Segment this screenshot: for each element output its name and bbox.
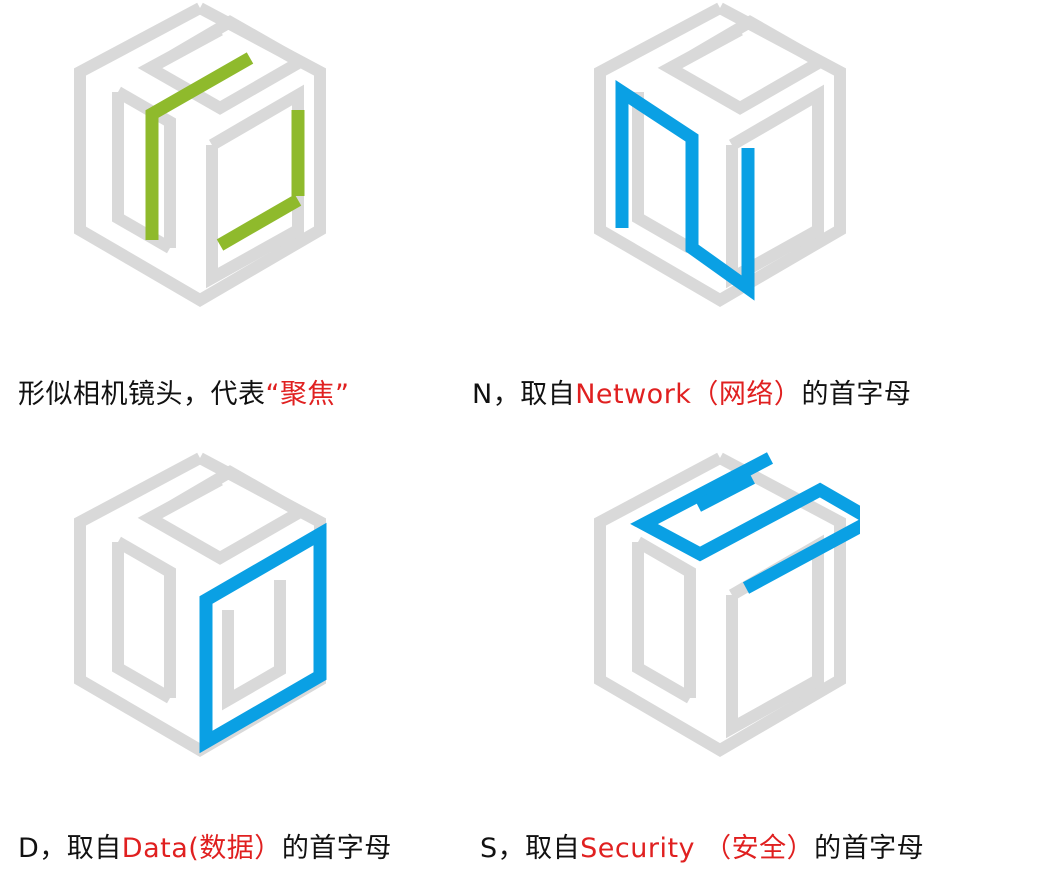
caption-text: 形似相机镜头，代表 — [18, 379, 266, 410]
cube-logo-s — [594, 452, 860, 757]
caption-suffix: 的首字母 — [281, 833, 392, 864]
caption-accent: Security （安全） — [580, 833, 815, 864]
caption-text: S，取自 — [480, 833, 581, 864]
caption-accent: Network（网络） — [575, 379, 802, 410]
caption-text: N，取自 — [472, 379, 576, 410]
panel-focus: 形似相机镜头，代表“聚焦” — [0, 0, 520, 440]
panel-data: D，取自Data(数据）的首字母 — [0, 450, 520, 890]
caption-accent: “聚焦” — [265, 379, 350, 410]
caption-network: N，取自Network（网络）的首字母 — [472, 372, 911, 411]
panel-network: N，取自Network（网络）的首字母 — [472, 0, 1040, 440]
caption-security: S，取自Security （安全）的首字母 — [480, 826, 924, 865]
caption-data: D，取自Data(数据）的首字母 — [18, 826, 392, 865]
cube-logo-n — [594, 2, 846, 307]
caption-accent: Data(数据） — [121, 833, 282, 864]
caption-text: D，取自 — [18, 833, 122, 864]
caption-suffix: 的首字母 — [814, 833, 925, 864]
cube-logo-lens — [74, 2, 326, 307]
cube-logo-d — [74, 452, 327, 757]
caption-focus: 形似相机镜头，代表“聚焦” — [18, 372, 349, 411]
panel-security: S，取自Security （安全）的首字母 — [480, 450, 1040, 890]
caption-suffix: 的首字母 — [801, 379, 912, 410]
